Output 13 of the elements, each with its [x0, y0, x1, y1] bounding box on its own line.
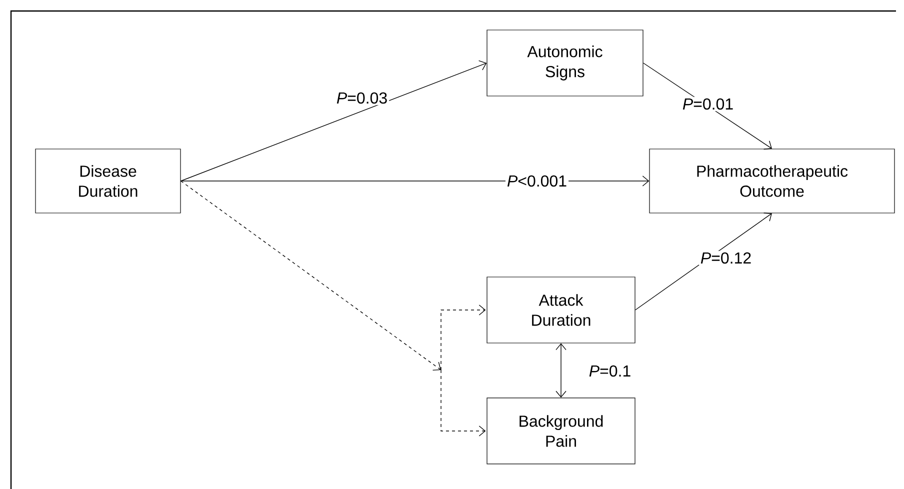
- box: Pharmacotherapeutic Outcome: [649, 148, 895, 214]
- arrow: [180, 180, 486, 436]
- edge-label: P<0.001: [505, 174, 569, 188]
- edge-label: P=0.12: [698, 250, 754, 266]
- edge-label: P=0.01: [680, 96, 736, 112]
- box: Autonomic Signs: [486, 30, 644, 96]
- arrow: [180, 60, 487, 182]
- edge-label: P=0.03: [334, 90, 390, 106]
- box: Attack Duration: [486, 276, 636, 344]
- box: Disease Duration: [35, 148, 181, 214]
- box: Background Pain: [486, 398, 636, 464]
- arrow: [556, 343, 566, 398]
- edge-label: P=0.1: [587, 364, 633, 378]
